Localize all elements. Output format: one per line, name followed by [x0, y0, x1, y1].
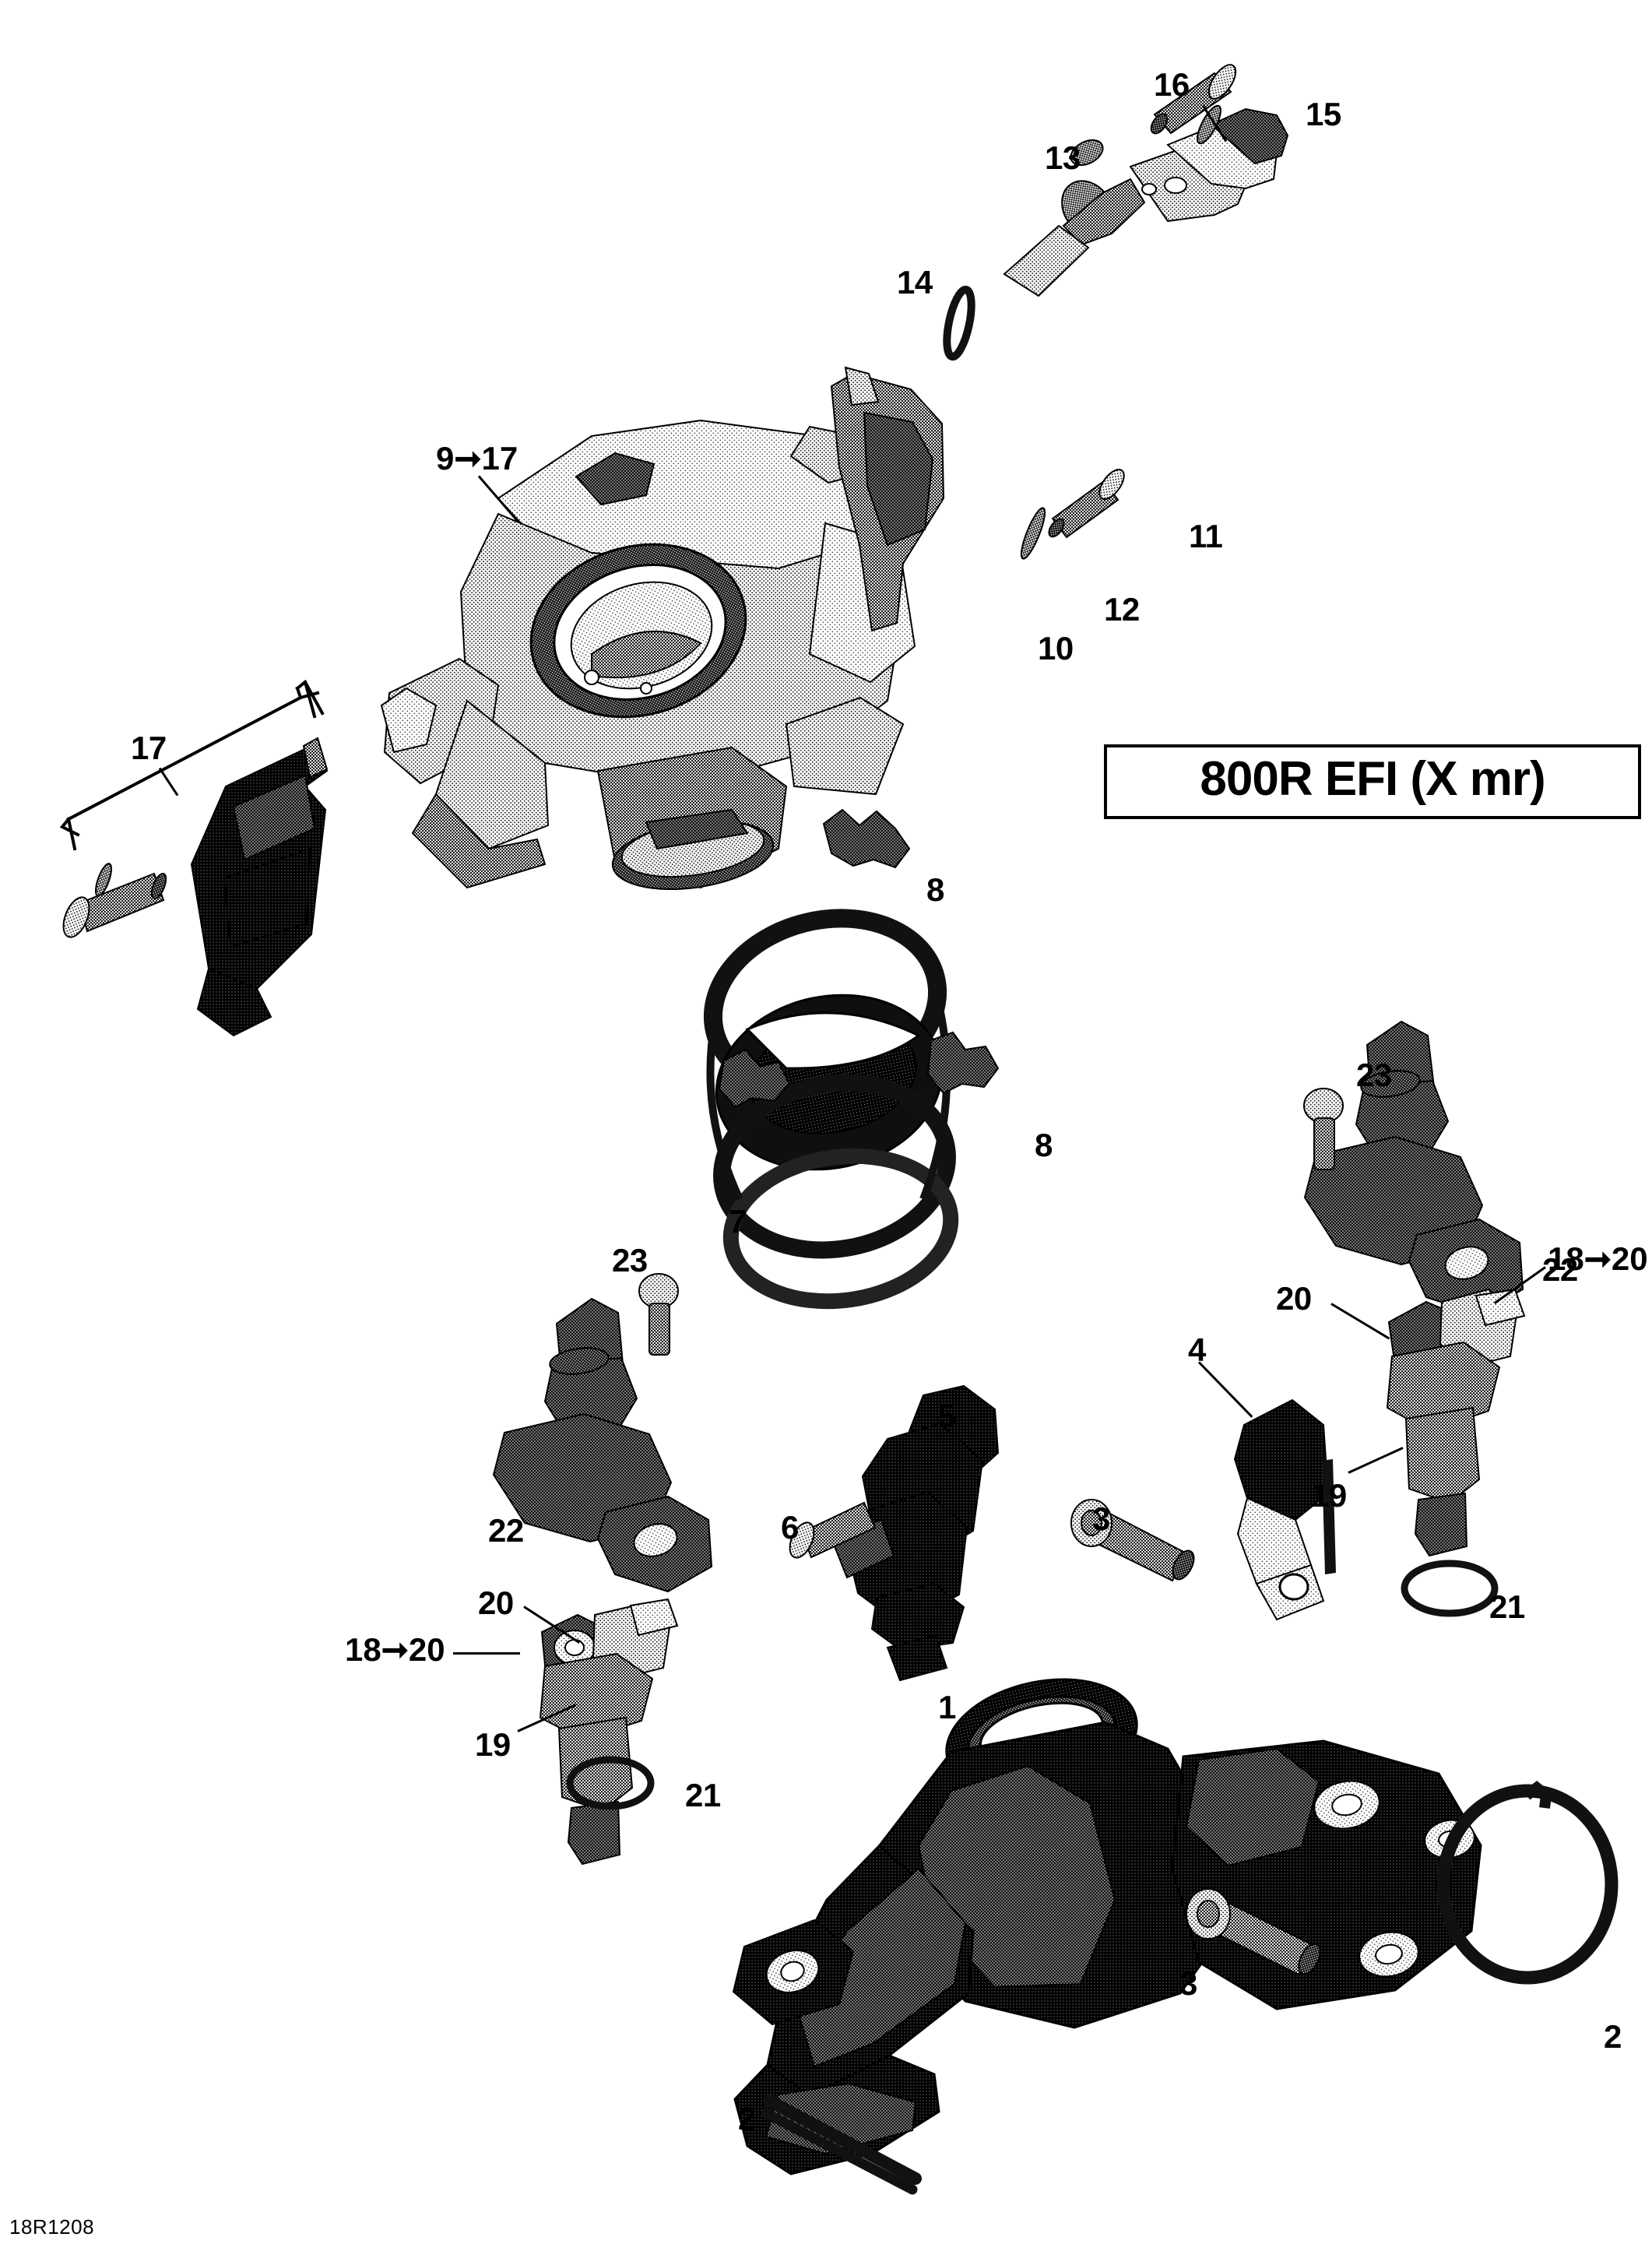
part-3-screw-upper — [1070, 1499, 1195, 1582]
callout-label-18-to-20: 18➞20 — [345, 1631, 445, 1668]
callout-label-20: 20 — [1276, 1280, 1312, 1317]
callout-label-8: 8 — [1035, 1127, 1053, 1163]
callout-label-13: 13 — [1045, 139, 1081, 176]
part-22-pressure-sensor-left — [492, 1297, 713, 1593]
callout-label-14: 14 — [897, 264, 933, 301]
part-8-hose-clamp-right — [926, 1031, 1000, 1095]
callout-label-19: 19 — [475, 1726, 511, 1763]
part-17-washer — [95, 863, 112, 897]
part-2-manifold-gasket-right — [1436, 1781, 1619, 1985]
part-23-sensor-screw-left — [638, 1273, 679, 1356]
leader-line-16 — [1201, 104, 1228, 142]
part-17-throttle-body-cover — [190, 737, 329, 1037]
part-17-bolt — [62, 872, 167, 938]
sheet-code: 18R1208 — [9, 2215, 95, 2239]
callout-label-10: 10 — [1038, 630, 1074, 666]
callout-label-5: 5 — [938, 1398, 956, 1434]
model-title-box: 800R EFI (X mr) — [1104, 744, 1641, 819]
part-1-intake-manifold — [732, 1678, 1482, 2175]
callout-label-3: 3 — [1092, 1500, 1110, 1537]
part-13-idle-air-control-valve — [1003, 107, 1289, 297]
part-18-fuel-injector-left — [539, 1598, 679, 1866]
callout-label-2: 2 — [1604, 2018, 1622, 2055]
callout-label-3: 3 — [1179, 1965, 1197, 2002]
callout-label-22: 22 — [488, 1512, 524, 1549]
part-8-hose-clamp-upper — [822, 808, 911, 869]
leader-line-19 — [517, 1704, 577, 1732]
callout-label-9-to-17: 9➞17 — [436, 440, 518, 477]
bracket-17 — [59, 679, 325, 851]
leader-line-9-to-17 — [477, 475, 519, 522]
leader-line-20 — [1330, 1303, 1390, 1340]
callout-label-8: 8 — [926, 871, 944, 908]
callout-label-12: 12 — [1104, 591, 1140, 628]
callout-label-17: 17 — [131, 730, 167, 766]
callout-label-1: 1 — [938, 1689, 956, 1725]
leader-line-19 — [1348, 1447, 1404, 1474]
part-10-throttle-lever-plate — [830, 366, 945, 632]
part-23-sensor-screw-right — [1303, 1088, 1344, 1170]
leader-line-18-to-20 — [1494, 1266, 1546, 1304]
part-7-rubber-intake-hose — [703, 909, 959, 1310]
part-9-throttle-body-assembly — [380, 419, 916, 891]
callout-label-20: 20 — [478, 1584, 514, 1621]
part-16-washer — [1197, 104, 1221, 145]
part-11-bolt — [1048, 469, 1125, 539]
callout-label-16: 16 — [1154, 66, 1190, 103]
callout-label-15: 15 — [1306, 96, 1341, 132]
part-3-screw-lower — [1186, 1888, 1321, 1976]
model-title-text: 800R EFI (X mr) — [1200, 752, 1545, 806]
part-5-intake-air-temp-sensor — [830, 1384, 1000, 1682]
part-14-o-ring — [943, 285, 975, 361]
callout-label-23: 23 — [1356, 1057, 1392, 1093]
callout-label-7: 7 — [729, 1203, 747, 1240]
leader-line-4 — [1197, 1361, 1253, 1418]
callout-label-4: 4 — [1188, 1331, 1206, 1368]
leader-line-18-to-20 — [453, 1652, 520, 1655]
part-22-pressure-sensor-right — [1303, 1020, 1524, 1316]
callout-label-18-to-20: 18➞20 — [1548, 1240, 1648, 1277]
part-21-injector-o-ring-right — [1401, 1560, 1499, 1617]
callout-label-23: 23 — [612, 1242, 648, 1278]
part-2-manifold-gasket-bottom — [761, 2094, 922, 2195]
callout-label-11: 11 — [1189, 518, 1223, 554]
part-21-injector-o-ring-left — [566, 1756, 655, 1810]
callout-label-2: 2 — [738, 2100, 756, 2137]
callout-label-21: 21 — [685, 1777, 721, 1813]
callout-label-21: 21 — [1489, 1588, 1525, 1625]
callout-label-22: 22 — [1542, 1251, 1578, 1288]
part-8-hose-clamp-left — [718, 1048, 791, 1109]
leader-line-17 — [158, 767, 179, 797]
callout-label-6: 6 — [781, 1509, 799, 1546]
part-18-fuel-injector-right — [1386, 1288, 1526, 1557]
callout-label-19: 19 — [1311, 1477, 1347, 1514]
part-12-washer — [1020, 507, 1046, 560]
leader-line-20 — [523, 1606, 580, 1644]
